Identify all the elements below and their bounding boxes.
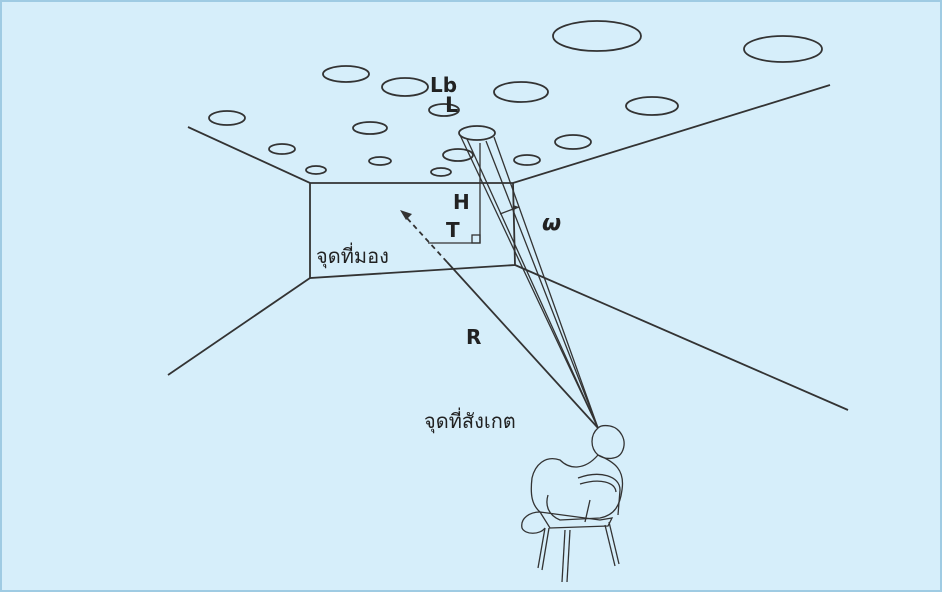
arrowhead-icon [400, 210, 412, 220]
target-luminaire [458, 125, 496, 141]
sight-line [400, 210, 599, 429]
viewing-cone [428, 125, 599, 429]
label-r: R [466, 325, 481, 349]
label-lb: Lb [430, 73, 457, 97]
label-omega: ω [542, 211, 561, 236]
label-l: L [445, 93, 458, 117]
room-outline [167, 84, 849, 411]
ceiling-luminaires [208, 20, 823, 177]
label-viewing-point: จุดที่มอง [316, 242, 389, 269]
observer-figure [521, 424, 625, 583]
label-observation-point: จุดที่สังเกต [424, 407, 516, 434]
label-h: H [453, 190, 470, 214]
label-t: T [446, 218, 460, 242]
